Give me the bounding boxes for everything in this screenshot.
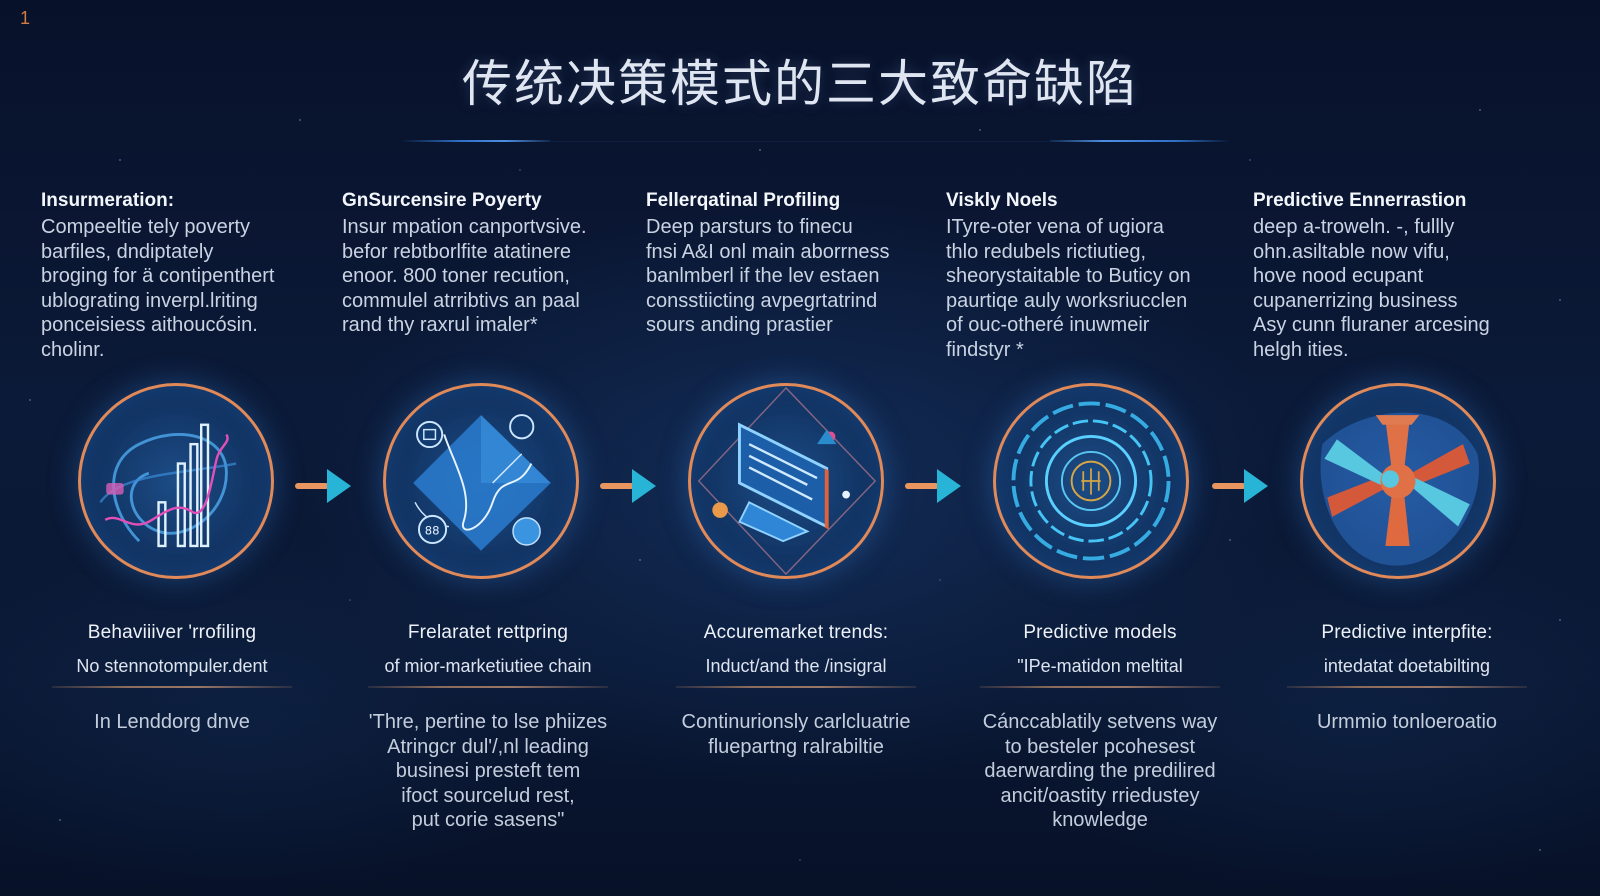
- desc-line: cupanerrizing business: [1253, 289, 1458, 312]
- desc-line: fnsi A&I onl main aborrness: [646, 240, 890, 263]
- column-description: Insur mpation canportvsive. befor rebtbo…: [342, 215, 642, 338]
- arrow-right-icon: [293, 466, 353, 506]
- summary-title: Behaviiiver 'rrofiling: [87, 622, 257, 643]
- column-3-summary: Accuremarket trends: Induct/and the /ins…: [646, 622, 946, 759]
- title-divider-left-glow: [400, 140, 550, 142]
- summary-title: Predictive interpfite:: [1321, 622, 1493, 643]
- summary-divider: [368, 686, 608, 688]
- network-diamond-icon: 88: [383, 383, 579, 579]
- summary-line: fluepartng ralrabiltie: [708, 735, 884, 758]
- desc-line: thlo redubels rictiutieg,: [946, 240, 1147, 263]
- desc-line: Asy cunn fluraner arcesing: [1253, 314, 1490, 336]
- summary-line: Cánccablatily setvens way: [982, 711, 1218, 733]
- column-heading: Viskly Noels: [946, 190, 1058, 211]
- desc-line: deep a-troweln. -, fullly: [1253, 216, 1455, 238]
- computer-monitor-icon: [688, 383, 884, 579]
- desc-line: Compeeltie tely poverty: [41, 216, 250, 238]
- summary-line: to besteler pcohesest: [1004, 735, 1196, 758]
- summary-divider: [1287, 686, 1527, 688]
- desc-line: befor rebtborlfite atatinere: [342, 240, 572, 263]
- summary-subtitle: intedatat doetabilting: [1323, 656, 1491, 676]
- bar-chart-analytics-icon: [78, 383, 274, 579]
- summary-description: In Lenddorg dnve: [22, 710, 322, 735]
- desc-line: rand thy raxrul imaler*: [342, 314, 538, 336]
- summary-description: Continurionsly carlcluatrie fluepartng r…: [646, 710, 946, 759]
- desc-line: of ouc-otheré inuwmeir: [946, 314, 1150, 336]
- column-description: Deep parsturs to finecu fnsi A&I onl mai…: [646, 215, 946, 338]
- summary-divider: [980, 686, 1220, 688]
- summary-title: Predictive models: [1023, 622, 1177, 643]
- desc-line: commulel atrribtivs an paal: [342, 289, 580, 312]
- column-heading: Insurmeration:: [41, 190, 175, 211]
- column-heading: Predictive Ennerrastion: [1253, 190, 1467, 211]
- summary-subtitle: No stennotompuler.dent: [76, 656, 268, 676]
- svg-text:88: 88: [425, 523, 440, 537]
- summary-line: Atringcr dul'/,nl leading: [387, 735, 589, 758]
- column-1-text: Insurmeration: Compeeltie tely poverty b…: [41, 190, 341, 362]
- desc-line: findstyr *: [946, 338, 1024, 361]
- column-description: Compeeltie tely poverty barfiles, dndipt…: [41, 215, 341, 362]
- summary-line: put corie sasens": [411, 809, 565, 831]
- column-3-text: Fellerqatinal Profiling Deep parsturs to…: [646, 190, 946, 338]
- desc-line: broging for ä contipenthert: [41, 265, 275, 287]
- column-2-text: GnSurcensire Poyerty Insur mpation canpo…: [342, 190, 642, 338]
- summary-subtitle: "IPe-matidon meltital: [1017, 656, 1183, 676]
- summary-line: daerwarding the predilired: [984, 760, 1216, 782]
- desc-line: helgh ities.: [1253, 338, 1349, 361]
- summary-title: Accuremarket trends:: [703, 622, 889, 643]
- column-description: deep a-troweln. -, fullly ohn.asiltable …: [1253, 215, 1553, 362]
- column-description: ITyre-oter vena of ugiora thlo redubels …: [946, 215, 1246, 362]
- fan-turbine-icon: [1300, 383, 1496, 579]
- desc-line: consstiicting avpegrtatrind: [646, 289, 878, 312]
- summary-line: Continurionsly carlcluatrie: [681, 711, 911, 733]
- page-number-mark: 1: [20, 8, 31, 28]
- summary-title: Frelaratet rettpring: [407, 622, 569, 643]
- desc-line: barfiles, dndiptately: [41, 240, 214, 263]
- summary-description: Urmmio tonloeroatio: [1257, 710, 1557, 735]
- arrow-right-icon: [1210, 466, 1270, 506]
- desc-line: ponceisiess aithoucósin.: [41, 314, 258, 336]
- column-heading: GnSurcensire Poyerty: [342, 190, 542, 211]
- column-1-summary: Behaviiiver 'rrofiling No stennotompuler…: [22, 622, 322, 735]
- column-2-summary: Frelaratet rettpring of mior-marketiutie…: [338, 622, 638, 833]
- summary-line: knowledge: [1052, 809, 1148, 831]
- summary-divider: [52, 686, 292, 688]
- desc-line: cholinr.: [41, 338, 105, 361]
- summary-line: ancit/oastity rriedustey: [1000, 784, 1200, 807]
- summary-subtitle: Induct/and the /insigral: [705, 656, 887, 676]
- desc-line: ITyre-oter vena of ugiora: [946, 216, 1164, 238]
- summary-divider: [676, 686, 916, 688]
- desc-line: hove nood ecupant: [1253, 265, 1424, 287]
- summary-line: 'Thre, pertine to lse phiizes: [368, 711, 608, 733]
- desc-line: sours anding prastier: [646, 314, 833, 336]
- defects-flow: Insurmeration: Compeeltie tely poverty b…: [0, 190, 1600, 870]
- title-divider: [550, 141, 1050, 142]
- column-5-summary: Predictive interpfite: intedatat doetabi…: [1257, 622, 1557, 735]
- title-divider-right-glow: [1050, 140, 1230, 142]
- summary-line: Urmmio tonloeroatio: [1316, 711, 1498, 733]
- desc-line: Insur mpation canportvsive.: [342, 216, 587, 238]
- desc-line: enoor. 800 toner recution,: [342, 265, 570, 287]
- column-4-text: Viskly Noels ITyre-oter vena of ugiora t…: [946, 190, 1246, 362]
- summary-line: ifoct sourcelud rest,: [401, 784, 575, 807]
- summary-description: 'Thre, pertine to lse phiizes Atringcr d…: [338, 710, 638, 833]
- summary-line: businesi presteft tem: [395, 760, 581, 782]
- summary-line: In Lenddorg dnve: [94, 711, 250, 733]
- desc-line: sheorystaitable to Buticy on: [946, 265, 1191, 287]
- column-5-text: Predictive Ennerrastion deep a-troweln. …: [1253, 190, 1553, 362]
- desc-line: paurtiqe auly worksriucclen: [946, 289, 1188, 312]
- desc-line: ublograting inverpl.lriting: [41, 289, 258, 312]
- summary-subtitle: of mior-marketiutiee chain: [384, 656, 592, 676]
- desc-line: Deep parsturs to finecu: [646, 216, 853, 238]
- column-heading: Fellerqatinal Profiling: [646, 190, 841, 211]
- page-title: 传统决策模式的三大致命缺陷: [462, 55, 1138, 113]
- arrow-right-icon: [598, 466, 658, 506]
- summary-description: Cánccablatily setvens way to besteler pc…: [950, 710, 1250, 833]
- desc-line: ohn.asiltable now vifu,: [1253, 240, 1450, 263]
- desc-line: banlmberl if the lev estaen: [646, 265, 880, 287]
- arrow-right-icon: [903, 466, 963, 506]
- circuit-radar-icon: [993, 383, 1189, 579]
- column-4-summary: Predictive models "IPe-matidon meltital …: [950, 622, 1250, 833]
